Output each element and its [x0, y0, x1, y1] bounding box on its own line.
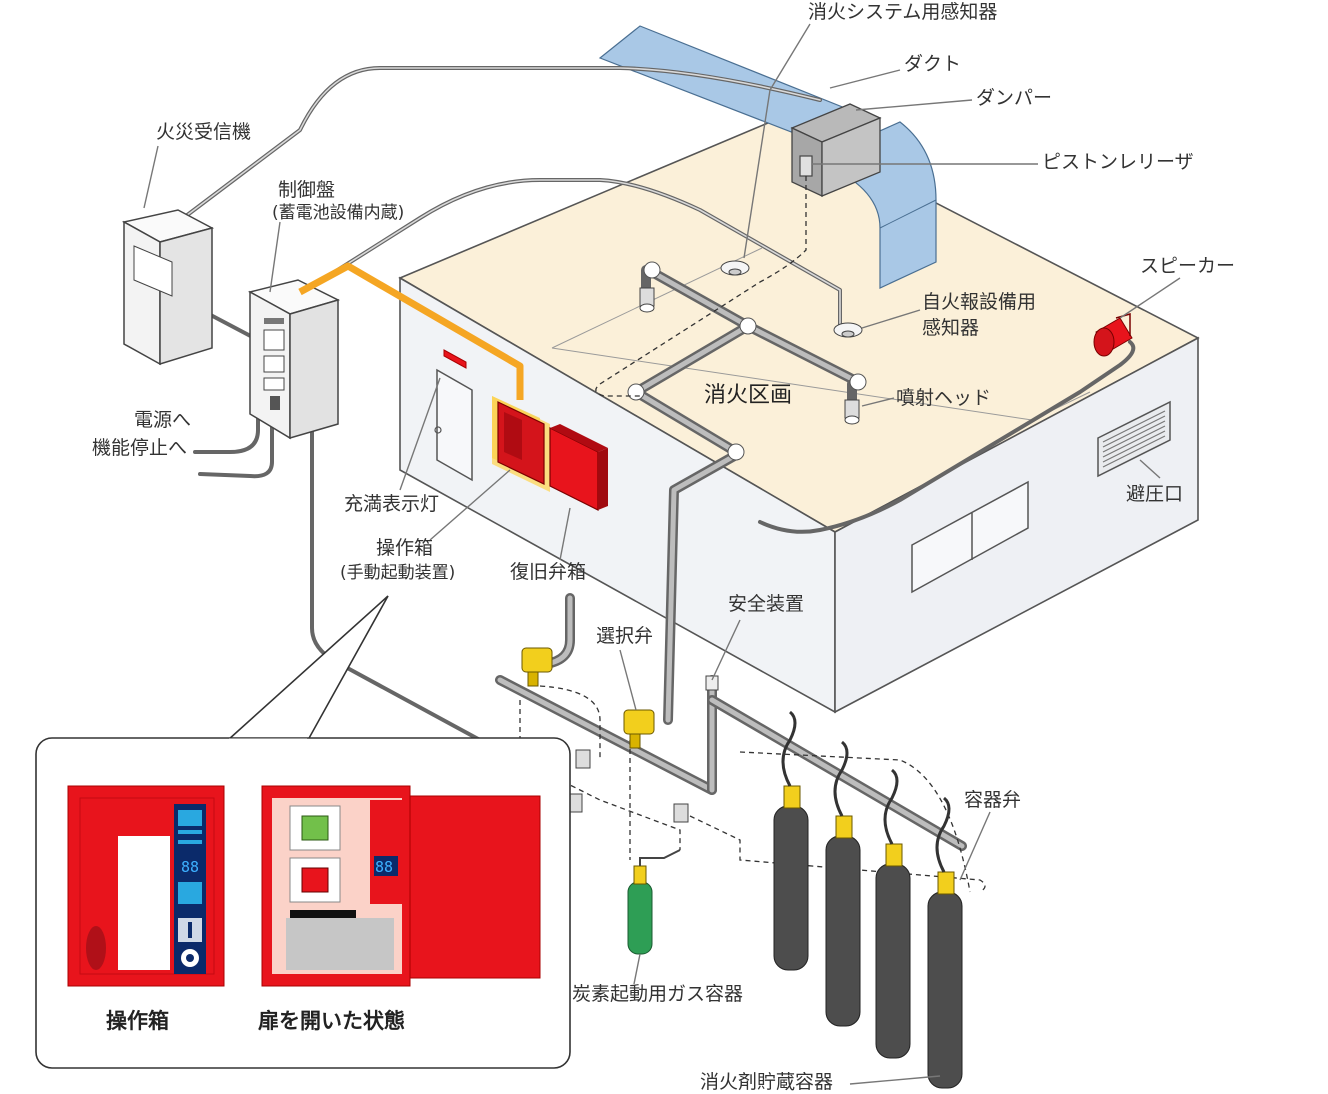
label-extinguish-sensor: 消火システム用感知器 — [808, 1, 997, 23]
spray-head — [844, 399, 860, 425]
window — [911, 480, 1029, 594]
label-start-gas-container: 炭素起動用ガス容器 — [572, 983, 743, 1005]
label-selector-valve: 選択弁 — [596, 625, 653, 647]
label-restore-valve-box: 復旧弁箱 — [510, 561, 586, 583]
pressure-vent — [1097, 400, 1171, 478]
spray-head — [639, 287, 655, 313]
digit-display-closed: 88 — [181, 858, 199, 876]
label-pressure-vent: 避圧口 — [1126, 483, 1183, 505]
label-control-panel: 制御盤 — [278, 179, 335, 201]
operation-box-open: 88 — [261, 785, 541, 987]
label-operation-box: 操作箱 — [376, 537, 433, 559]
label-control-panel-sub: (蓄電池設備内蔵) — [272, 203, 404, 223]
label-fill-indicator: 充満表示灯 — [344, 493, 439, 515]
label-container-valve: 容器弁 — [964, 789, 1021, 811]
selector-valve — [623, 709, 655, 749]
storage-cylinders — [773, 710, 963, 1089]
operation-box-closed: 88 — [67, 785, 225, 987]
label-auto-alarm-sensor-2: 感知器 — [922, 317, 979, 339]
digit-display-open: 88 — [375, 858, 393, 876]
label-agent-storage-container: 消火剤貯蔵容器 — [700, 1071, 833, 1093]
label-to-function-stop: 機能停止へ — [92, 437, 187, 459]
label-safety-device: 安全装置 — [728, 593, 804, 615]
label-operation-box-sub: (手動起動装置) — [340, 563, 455, 583]
fire-receiver — [121, 209, 215, 366]
restore-valve-box[interactable] — [549, 424, 608, 511]
label-duct: ダクト — [904, 53, 961, 75]
sensor-extinguish — [720, 260, 750, 276]
storage-cylinder — [773, 710, 809, 971]
labels: 火災受信機 制御盤 (蓄電池設備内蔵) 電源へ 機能停止へ 充満表示灯 操作箱 … — [92, 1, 1235, 1093]
damper — [790, 103, 882, 198]
storage-cylinder — [927, 796, 963, 1089]
speaker — [1093, 313, 1133, 357]
label-to-power: 電源へ — [134, 409, 191, 431]
manifold — [495, 450, 967, 851]
spray-heads — [627, 261, 867, 461]
storage-cylinder — [875, 768, 911, 1059]
label-extinguish-zone: 消火区画 — [704, 383, 792, 408]
storage-cylinder — [825, 740, 861, 1027]
label-fire-receiver: 火災受信機 — [156, 121, 251, 143]
sensor-auto-alarm — [833, 322, 863, 338]
label-damper: ダンパー — [976, 87, 1052, 109]
door — [436, 368, 473, 482]
zone-line — [551, 347, 1033, 421]
building — [398, 119, 1200, 714]
operation-cable — [298, 262, 524, 400]
start-gas-container — [627, 849, 681, 955]
wiring — [176, 66, 1136, 762]
caption-operation-box-open: 扉を開いた状態 — [258, 1009, 405, 1033]
selector-valve — [521, 647, 553, 687]
piston-releaser — [799, 155, 813, 177]
operation-box[interactable] — [492, 396, 550, 492]
safety-device — [705, 675, 719, 691]
caption-operation-box-closed: 操作箱 — [106, 1009, 169, 1033]
leader-lines — [143, 23, 1181, 1085]
label-speaker: スピーカー — [1140, 255, 1235, 277]
label-spray-head: 噴射ヘッド — [896, 387, 991, 409]
control-panel — [247, 279, 341, 440]
label-piston-releaser: ピストンレリーザ — [1042, 151, 1194, 173]
label-auto-alarm-sensor-1: 自火報設備用 — [922, 291, 1036, 313]
fill-indicator-lamp — [443, 349, 467, 369]
